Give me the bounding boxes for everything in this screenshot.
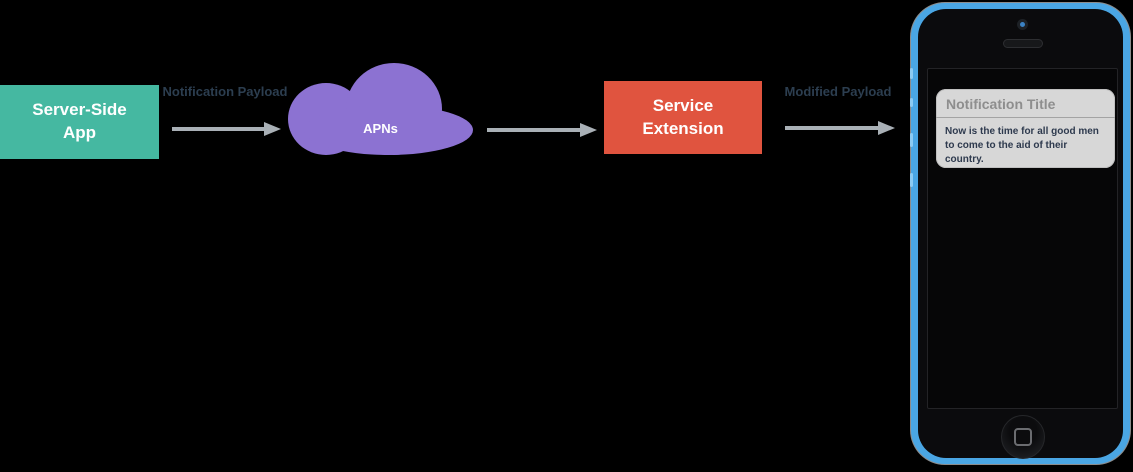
side-button-icon: [910, 98, 913, 107]
side-button-icon: [910, 173, 913, 187]
arrow-right-icon: [172, 127, 264, 131]
earpiece-speaker-icon: [1003, 39, 1043, 48]
cloud-shape-icon: [304, 105, 473, 155]
arrow-right-icon: [487, 128, 580, 132]
notification-title: Notification Title: [936, 89, 1115, 118]
edge-label-modified-payload: Modified Payload: [784, 84, 892, 99]
arrow-right-icon: [785, 126, 878, 130]
node-service-label: Service Extension: [642, 95, 724, 138]
iphone-mockup: Notification Title Now is the time for a…: [910, 3, 1130, 464]
home-button[interactable]: [1001, 415, 1045, 459]
node-server-side-app: Server-Side App: [0, 85, 159, 159]
node-server-label: Server-Side App: [32, 100, 127, 142]
node-service-extension: Service Extension: [604, 81, 762, 154]
node-apns-cloud: APNs: [288, 63, 473, 155]
notification-body: Now is the time for all good men to come…: [945, 126, 1099, 165]
front-camera-icon: [1017, 19, 1028, 30]
side-button-icon: [910, 133, 913, 147]
notification-banner[interactable]: Notification Title Now is the time for a…: [936, 89, 1115, 168]
edge-label-notification-payload: Notification Payload: [162, 84, 288, 99]
phone-screen: Notification Title Now is the time for a…: [927, 68, 1118, 409]
node-apns-label: APNs: [363, 121, 398, 136]
side-button-icon: [910, 68, 913, 79]
